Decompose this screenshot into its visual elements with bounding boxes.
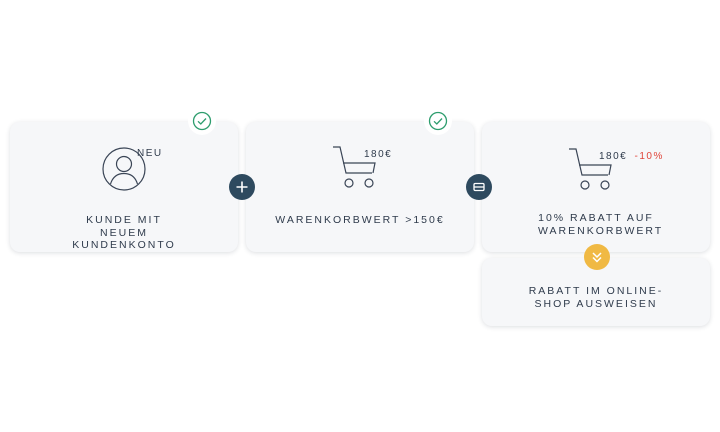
step-label-new-customer: KUNDE MIT NEUEM KUNDENKONTO (72, 214, 176, 251)
step-label-discount: 10% RABATT AUF WARENKORBWERT (538, 212, 664, 237)
check-icon (424, 107, 452, 135)
result-label: RABATT IM ONLINE-SHOP AUSWEISEN (528, 285, 664, 310)
result-card: RABATT IM ONLINE-SHOP AUSWEISEN (482, 258, 710, 326)
step-card-new-customer: NEU KUNDE MIT NEUEM KUNDENKONTO (10, 122, 238, 252)
plus-icon (229, 174, 255, 200)
discount-price-line: 180€ -10% (599, 151, 664, 162)
step-card-discount: 180€ -10% 10% RABATT AUF WARENKORBWERT (482, 122, 710, 252)
new-badge: NEU (137, 148, 163, 159)
double-chevron-down-icon (584, 244, 610, 270)
equals-icon (466, 174, 492, 200)
check-icon (188, 107, 216, 135)
discount-value: -10% (634, 151, 664, 162)
cart-price: 180€ (599, 151, 628, 162)
user-icon (102, 147, 146, 191)
cart-price: 180€ (364, 149, 393, 160)
step-card-cart-value: 180€ WARENKORBWERT >150€ (246, 122, 474, 252)
step-label-cart-value: WARENKORBWERT >150€ (275, 214, 445, 226)
cart-icon (569, 148, 612, 190)
cart-icon (333, 146, 376, 188)
